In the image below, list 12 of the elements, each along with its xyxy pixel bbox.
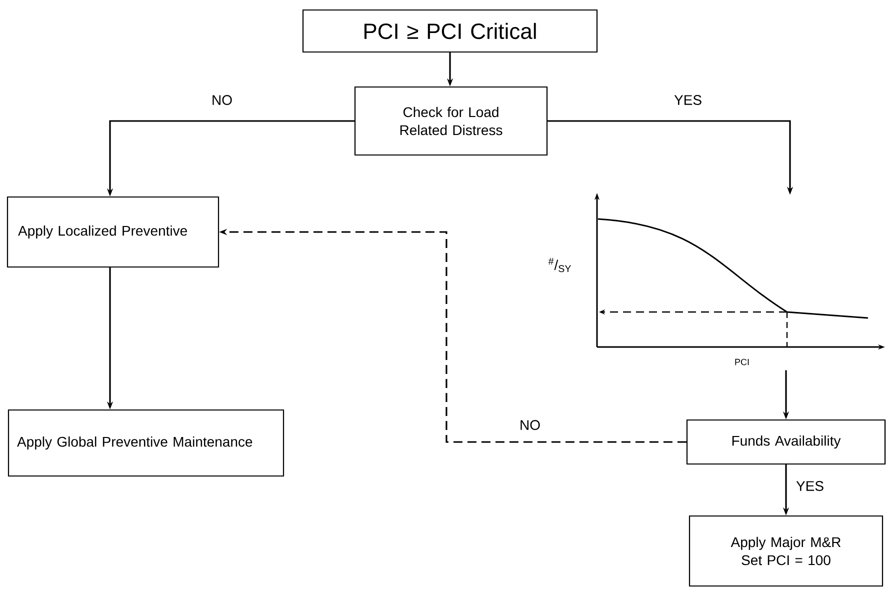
axis-label: $^{#}$/$_{SY}$ bbox=[548, 258, 571, 272]
process-box: Check for Load Related Distress bbox=[354, 86, 548, 156]
edge-label: NO bbox=[210, 94, 234, 106]
edge-label: NO bbox=[518, 419, 542, 431]
process-box: Apply Major M&R Set PCI = 100 bbox=[688, 515, 884, 587]
process-box: PCI ≥ PCI Critical bbox=[302, 9, 598, 53]
process-box: Funds Availability bbox=[686, 419, 886, 465]
process-box: Apply Localized Preventive bbox=[6, 196, 220, 268]
process-box: Apply Global Preventive Maintenance bbox=[8, 409, 284, 477]
edge-label: YES bbox=[673, 94, 704, 106]
edge-label: YES bbox=[795, 480, 826, 492]
axis-label: PCI bbox=[735, 358, 749, 366]
